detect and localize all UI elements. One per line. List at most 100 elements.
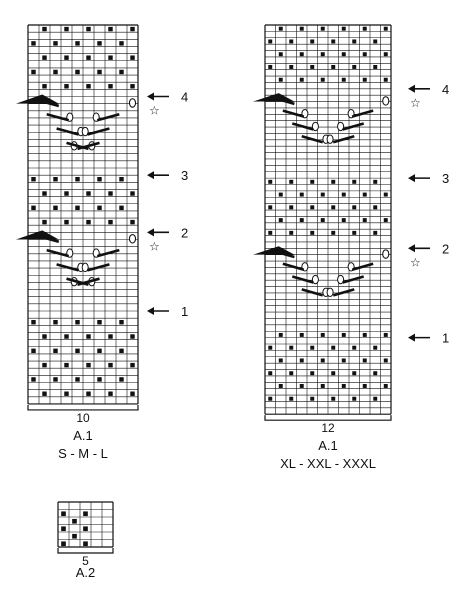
arrow-left-icon xyxy=(408,84,415,93)
purl-stitch-symbol xyxy=(31,377,36,382)
purl-stitch-symbol xyxy=(310,205,315,210)
yarn-over-symbol xyxy=(129,234,136,244)
purl-stitch-symbol xyxy=(341,52,346,57)
purl-stitch-symbol xyxy=(130,84,135,89)
purl-stitch-symbol xyxy=(130,26,135,32)
purl-stitch-symbol xyxy=(383,358,388,363)
chart-grid xyxy=(27,24,139,405)
arrow-left-icon xyxy=(147,92,154,101)
row-marker-number: 2 xyxy=(181,225,188,240)
yarn-over-symbol xyxy=(382,96,390,106)
purl-stitch-symbol xyxy=(31,69,36,75)
stitch-count-label: 12 xyxy=(321,421,335,435)
width-bracket xyxy=(264,415,392,421)
purl-stitch-symbol xyxy=(352,39,357,44)
purl-stitch-symbol xyxy=(278,77,283,82)
chart-labels: 10 A.1 S - M - L xyxy=(27,404,139,461)
purl-stitch-symbol xyxy=(119,41,124,46)
purl-stitch-symbol xyxy=(97,348,102,354)
purl-stitch-symbol xyxy=(373,230,378,235)
purl-stitch-symbol xyxy=(64,219,69,225)
purl-stitch-symbol xyxy=(310,64,315,69)
row-marker-number: 3 xyxy=(181,168,188,183)
purl-stitch-symbol xyxy=(83,526,88,532)
purl-stitch-symbol xyxy=(119,69,124,75)
purl-stitch-symbol xyxy=(383,218,388,223)
arrow-left-icon xyxy=(408,333,415,342)
purl-stitch-symbol xyxy=(320,77,325,82)
purl-stitch-symbol xyxy=(130,391,135,396)
purl-stitch-symbol xyxy=(383,26,388,31)
purl-stitch-symbol xyxy=(119,205,124,211)
right-slant-decrease-symbol xyxy=(342,122,365,131)
stitch-count-label: 10 xyxy=(76,411,90,425)
purl-stitch-symbol xyxy=(278,383,283,388)
purl-stitch-symbol xyxy=(97,41,102,46)
purl-stitch-symbol xyxy=(108,191,113,196)
purl-stitch-symbol xyxy=(75,177,80,182)
purl-stitch-symbol xyxy=(64,334,69,339)
purl-stitch-symbol xyxy=(97,205,102,211)
purl-stitch-symbol xyxy=(268,396,273,401)
purl-stitch-symbol xyxy=(268,39,273,44)
purl-stitch-symbol xyxy=(61,541,66,547)
purl-stitch-symbol xyxy=(31,348,36,354)
purl-stitch-symbol xyxy=(383,383,388,388)
purl-stitch-symbol xyxy=(362,358,367,363)
row-markers: 4☆32☆1 xyxy=(408,82,449,346)
right-slant-decrease-symbol xyxy=(342,275,365,284)
purl-stitch-symbol xyxy=(383,332,388,337)
purl-stitch-symbol xyxy=(61,511,66,517)
purl-stitch-symbol xyxy=(268,205,273,210)
purl-stitch-symbol xyxy=(299,77,304,82)
width-bracket xyxy=(57,548,114,554)
purl-stitch-symbol xyxy=(383,52,388,57)
purl-stitch-symbol xyxy=(331,345,336,350)
chart-symbols xyxy=(61,511,88,547)
purl-stitch-symbol xyxy=(299,52,304,57)
purl-stitch-symbol xyxy=(310,345,315,350)
purl-stitch-symbol xyxy=(320,192,325,197)
purl-stitch-symbol xyxy=(320,332,325,337)
purl-stitch-symbol xyxy=(352,396,357,401)
left-slant-decrease-symbol xyxy=(46,112,70,122)
purl-stitch-symbol xyxy=(64,55,69,60)
arrow-left-icon xyxy=(147,228,154,237)
purl-stitch-symbol xyxy=(42,334,47,339)
right-slant-decrease-symbol xyxy=(77,277,100,286)
purl-stitch-symbol xyxy=(75,348,80,354)
purl-stitch-symbol xyxy=(86,219,91,225)
purl-stitch-symbol xyxy=(86,362,91,368)
purl-stitch-symbol xyxy=(331,179,336,184)
purl-stitch-symbol xyxy=(31,320,36,325)
right-slant-decrease-symbol xyxy=(332,288,355,297)
purl-stitch-symbol xyxy=(53,377,58,382)
left-slant-decrease-symbol xyxy=(291,122,314,131)
purl-stitch-symbol xyxy=(362,218,367,223)
purl-stitch-symbol xyxy=(383,77,388,82)
purl-stitch-symbol xyxy=(119,320,124,325)
purl-stitch-symbol xyxy=(373,345,378,350)
chart-grid xyxy=(264,24,392,415)
right-slant-decrease-symbol xyxy=(351,109,374,118)
purl-stitch-symbol xyxy=(64,26,69,32)
purl-stitch-symbol xyxy=(341,218,346,223)
row-marker-number: 3 xyxy=(442,171,449,186)
chart-a2: 5 A.2 xyxy=(57,501,114,580)
purl-stitch-symbol xyxy=(86,334,91,339)
purl-stitch-symbol xyxy=(31,205,36,211)
left-slant-decrease-symbol xyxy=(36,234,60,244)
chart-labels: 12 A.1 XL - XXL - XXXL xyxy=(264,415,392,471)
purl-stitch-symbol xyxy=(341,332,346,337)
right-slant-decrease-symbol xyxy=(96,248,120,258)
purl-stitch-symbol xyxy=(310,371,315,376)
purl-stitch-symbol xyxy=(373,179,378,184)
purl-stitch-symbol xyxy=(278,358,283,363)
purl-stitch-symbol xyxy=(268,345,273,350)
purl-stitch-symbol xyxy=(362,332,367,337)
arrow-left-icon xyxy=(147,307,154,315)
purl-stitch-symbol xyxy=(289,179,294,184)
purl-stitch-symbol xyxy=(331,205,336,210)
purl-stitch-symbol xyxy=(83,541,88,547)
purl-stitch-symbol xyxy=(42,26,47,32)
